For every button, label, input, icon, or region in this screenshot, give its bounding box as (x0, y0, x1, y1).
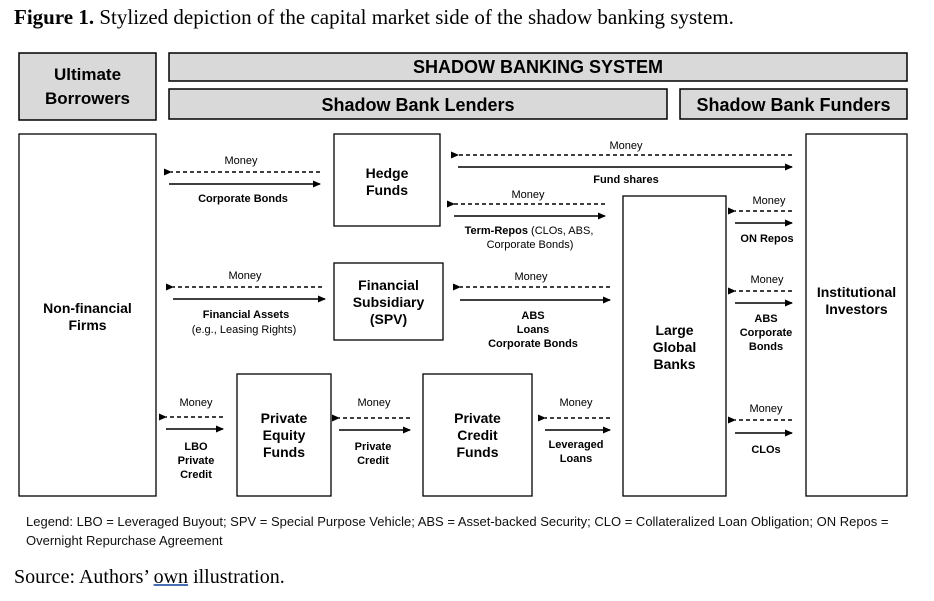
spv-box (333, 262, 444, 341)
private-credit-flow-label: Private (355, 441, 392, 453)
shadow-bank-lenders-label: Shadow Bank Lenders (321, 95, 514, 115)
abs-loans-cb-label-2: Loans (517, 324, 549, 336)
on-repos-label: ON Repos (740, 233, 793, 245)
money-label: Money (749, 403, 783, 415)
institutional-label: Institutional (817, 284, 896, 300)
spv-label: Financial (358, 277, 419, 293)
private-equity-label-2: Equity (263, 427, 306, 443)
corporate-bonds-label: Corporate Bonds (198, 193, 288, 205)
financial-assets-label: Financial Assets (203, 309, 289, 321)
leveraged-loans-label-2: Loans (560, 453, 592, 465)
private-equity-funds-box (236, 373, 332, 497)
spv-label-2: Subsidiary (353, 294, 425, 310)
large-banks-label: Large (655, 322, 693, 338)
nonfinancial-firms-box (18, 133, 157, 497)
private-credit-label: Private (454, 410, 501, 426)
figure-caption: Stylized depiction of the capital market… (94, 5, 734, 29)
money-label: Money (357, 397, 391, 409)
figure-title: Figure 1. Stylized depiction of the capi… (14, 5, 734, 30)
fund-shares-label: Fund shares (593, 174, 658, 186)
ultimate-borrowers-label-2: Borrowers (45, 89, 130, 108)
shadow-bank-funders-header (679, 88, 908, 120)
term-repos-label: Term-Repos (CLOs, ABS, (465, 225, 594, 237)
lbo-label-2: Private (178, 455, 215, 467)
money-label: Money (511, 189, 545, 201)
large-banks-label-3: Banks (653, 356, 695, 372)
lbo-label: LBO (184, 441, 208, 453)
ultimate-borrowers-label: Ultimate (54, 65, 121, 84)
money-label: Money (750, 274, 784, 286)
figure-label: Figure 1. (14, 5, 95, 29)
ultimate-borrowers-header (18, 52, 157, 121)
private-credit-label-3: Funds (457, 444, 499, 460)
money-label: Money (752, 195, 786, 207)
nonfinancial-firms-label: Non-financial (43, 300, 132, 316)
clos-label: CLOs (751, 444, 780, 456)
money-label: Money (559, 397, 593, 409)
source-underlined-word: own (153, 566, 189, 588)
abs-cb-label: ABS (754, 313, 777, 325)
private-credit-funds-box (422, 373, 533, 497)
legend: Legend: LBO = Leveraged Buyout; SPV = Sp… (26, 514, 889, 548)
abs-loans-cb-label-3: Corporate Bonds (488, 338, 578, 350)
spv-label-3: (SPV) (370, 311, 407, 327)
lbo-label-3: Credit (180, 469, 212, 481)
money-label: Money (609, 140, 643, 152)
shadow-banking-system-header (168, 52, 908, 82)
abs-cb-label-3: Bonds (749, 341, 783, 353)
institutional-investors-box (805, 133, 908, 497)
source-prefix: Source: Authors’ (14, 566, 154, 588)
institutional-label-2: Investors (825, 301, 887, 317)
private-credit-flow-label-2: Credit (357, 455, 389, 467)
shadow-banking-system-label: SHADOW BANKING SYSTEM (413, 57, 663, 77)
private-equity-label: Private (261, 410, 308, 426)
source-suffix: illustration. (188, 566, 285, 588)
hedge-funds-label: Hedge (366, 165, 409, 181)
private-credit-label-2: Credit (457, 427, 498, 443)
money-label: Money (179, 397, 213, 409)
hedge-funds-box (333, 133, 441, 227)
term-repos-label-2: Corporate Bonds) (487, 239, 574, 251)
money-label: Money (224, 155, 258, 167)
shadow-bank-lenders-header (168, 88, 668, 120)
private-equity-label-3: Funds (263, 444, 305, 460)
abs-cb-label-2: Corporate (740, 327, 793, 339)
source-note: Source: Authors’ own illustration. (14, 566, 285, 589)
financial-assets-example-label: (e.g., Leasing Rights) (192, 324, 297, 336)
leveraged-loans-label: Leveraged (548, 439, 603, 451)
large-banks-label-2: Global (653, 339, 697, 355)
abs-loans-cb-label: ABS (521, 310, 544, 322)
money-label: Money (228, 270, 262, 282)
shadow-bank-funders-label: Shadow Bank Funders (696, 95, 890, 115)
hedge-funds-label-2: Funds (366, 182, 408, 198)
large-global-banks-box (622, 195, 727, 497)
money-label: Money (514, 271, 548, 283)
nonfinancial-firms-label-2: Firms (68, 317, 106, 333)
